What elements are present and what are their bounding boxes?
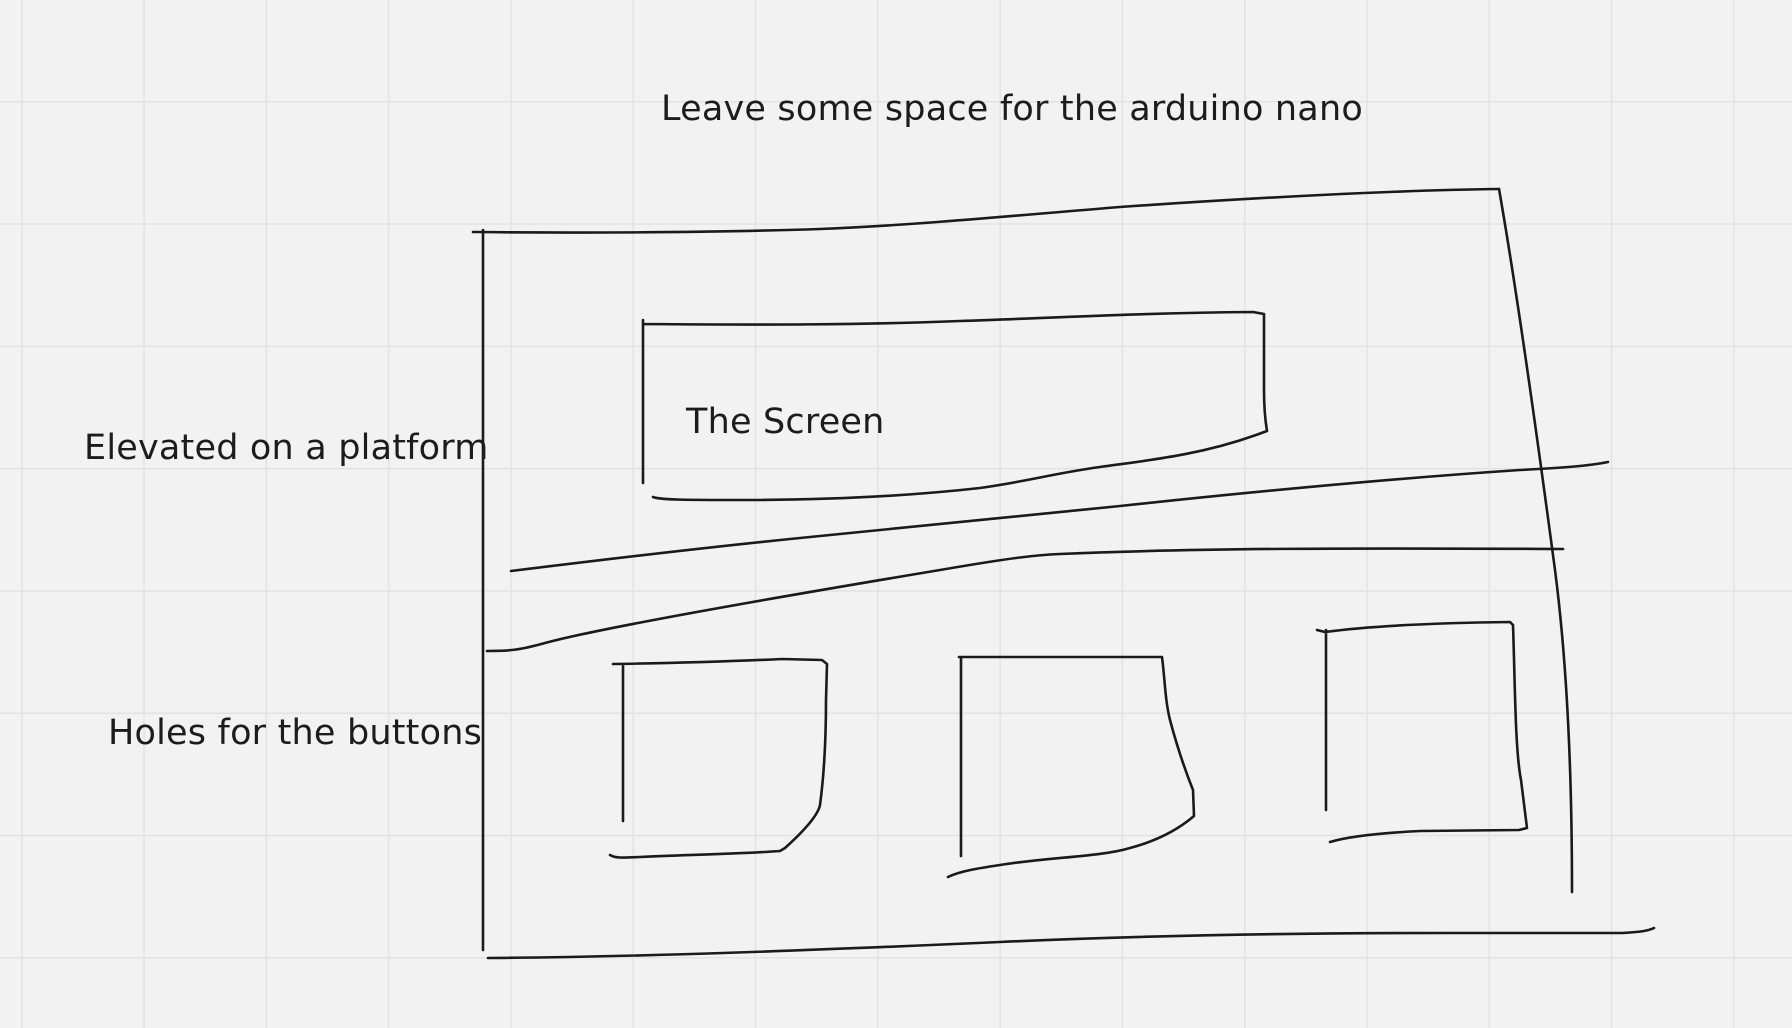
button-panel [485, 547, 1565, 879]
enclosure-outline [471, 187, 1656, 960]
screen-platform [509, 310, 1610, 573]
screen-rectangle [641, 310, 1269, 502]
button-hole-left [608, 657, 829, 859]
button-hole-right [1315, 620, 1529, 844]
enclosure-top-edge [471, 187, 1501, 234]
button-hole-middle [946, 655, 1196, 879]
button-panel-line [485, 547, 1565, 653]
screen-label: The Screen [686, 402, 885, 442]
arduino-space-note: Leave some space for the arduino nano [661, 89, 1363, 129]
platform-note: Elevated on a platform [84, 428, 489, 468]
enclosure-right-edge [1497, 187, 1574, 894]
buttons-note: Holes for the buttons [108, 713, 483, 753]
enclosure-bottom-edge [486, 926, 1656, 960]
platform-line [509, 460, 1610, 573]
